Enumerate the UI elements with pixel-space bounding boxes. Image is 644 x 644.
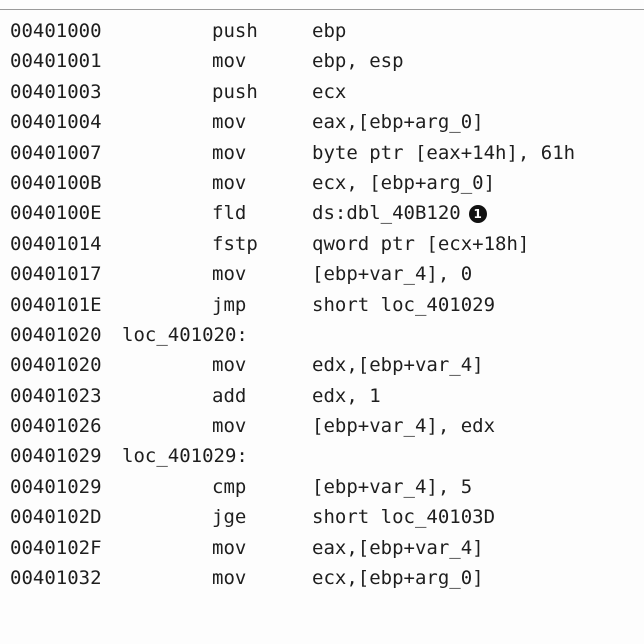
operand-text: [ebp+var_4], 5: [312, 475, 473, 498]
operand-text: ecx: [312, 80, 347, 103]
line-operands: byte ptr [eax+14h], 61h: [312, 138, 575, 168]
operand-text: edx,[ebp+var_4]: [312, 354, 484, 377]
line-address: 0040100B: [10, 171, 102, 194]
line-label: loc_401020:: [122, 323, 248, 346]
listing-line: 0040100B mov ecx, [ebp+arg_0]: [10, 168, 634, 198]
line-address: 0040102F: [10, 536, 102, 559]
line-operands: ecx,[ebp+arg_0]: [312, 563, 484, 593]
line-mnemonic: push: [212, 20, 258, 42]
line-mnemonic: jge: [212, 506, 247, 529]
listing-line: 0040101E jmp short loc_401029: [10, 290, 634, 320]
operand-text: short loc_40103D: [312, 506, 496, 529]
operand-text: ecx,[ebp+arg_0]: [312, 567, 484, 590]
line-operands: [ebp+var_4], edx: [312, 411, 495, 441]
line-mnemonic: mov: [212, 141, 247, 164]
listing-line: 00401001 mov ebp, esp: [10, 46, 634, 76]
line-mnemonic: mov: [212, 567, 247, 590]
line-address: 00401023: [10, 384, 102, 407]
line-address: 00401020: [10, 354, 102, 377]
line-operands: short loc_401029: [312, 290, 495, 320]
line-mnemonic: cmp: [212, 475, 247, 498]
line-address: 00401020: [10, 323, 102, 346]
line-address: 00401032: [10, 567, 102, 590]
listing-line: 00401023 add edx, 1: [10, 381, 634, 411]
operand-text: byte ptr [eax+14h], 61h: [312, 141, 576, 164]
operand-text: [ebp+var_4], 0: [312, 263, 473, 286]
line-mnemonic: add: [212, 384, 247, 407]
listing-line: 00401000 push ebp: [10, 16, 634, 46]
line-address: 00401029: [10, 475, 102, 498]
line-operands: eax,[ebp+arg_0]: [312, 107, 484, 137]
line-operands: qword ptr [ecx+18h]: [312, 229, 529, 259]
listing-line: 00401003 push ecx: [10, 77, 634, 107]
line-address: 00401000: [10, 20, 102, 42]
line-address: 0040100E: [10, 202, 102, 225]
operand-text: short loc_401029: [312, 293, 496, 316]
listing-line: 00401029 cmp [ebp+var_4], 5: [10, 472, 634, 502]
line-operands: ecx: [312, 77, 346, 107]
line-address: 0040101E: [10, 293, 102, 316]
line-operands: ecx, [ebp+arg_0]: [312, 168, 495, 198]
line-address: 00401029: [10, 445, 102, 468]
line-mnemonic: mov: [212, 171, 247, 194]
operand-text: [ebp+var_4], edx: [312, 415, 496, 438]
listing-line: 00401020 mov edx,[ebp+var_4]: [10, 350, 634, 380]
line-address: 00401007: [10, 141, 102, 164]
operand-text: ebp, esp: [312, 50, 404, 73]
operand-text: eax,[ebp+arg_0]: [312, 111, 484, 134]
listing-line: 00401029 loc_401029:: [10, 441, 634, 471]
line-mnemonic: fld: [212, 202, 247, 225]
line-operands: ebp: [312, 16, 346, 46]
line-mnemonic: mov: [212, 354, 247, 377]
operand-text: qword ptr [ecx+18h]: [312, 232, 530, 255]
line-mnemonic: mov: [212, 111, 247, 134]
line-address: 00401004: [10, 111, 102, 134]
listing-line: 00401032 mov ecx,[ebp+arg_0]: [10, 563, 634, 593]
listing-line: 00401004 mov eax,[ebp+arg_0]: [10, 107, 634, 137]
line-operands: edx,[ebp+var_4]: [312, 350, 484, 380]
line-operands: [ebp+var_4], 0: [312, 259, 472, 289]
listing-line: 00401014 fstp qword ptr [ecx+18h]: [10, 229, 634, 259]
line-operands: ds:dbl_40B120 1: [312, 198, 487, 228]
line-address: 00401026: [10, 415, 102, 438]
listing-line: 0040102D jge short loc_40103D: [10, 502, 634, 532]
operand-text: ecx, [ebp+arg_0]: [312, 171, 496, 194]
line-address: 00401001: [10, 50, 102, 73]
operand-text: ds:dbl_40B120: [312, 202, 461, 225]
line-mnemonic: push: [212, 80, 258, 103]
callout-marker-icon: 1: [468, 205, 487, 224]
listing-line: 00401020 loc_401020:: [10, 320, 634, 350]
line-mnemonic: mov: [212, 263, 247, 286]
line-address: 00401017: [10, 263, 102, 286]
listing-line: 0040102F mov eax,[ebp+var_4]: [10, 533, 634, 563]
operand-text: edx, 1: [312, 384, 381, 407]
line-address: 0040102D: [10, 506, 102, 529]
line-label: loc_401029:: [122, 445, 248, 468]
line-operands: edx, 1: [312, 381, 381, 411]
line-address: 00401003: [10, 80, 102, 103]
operand-text: eax,[ebp+var_4]: [312, 536, 484, 559]
top-rule: [0, 9, 644, 10]
line-mnemonic: jmp: [212, 293, 247, 316]
listing-line: 0040100E fld ds:dbl_40B120 1: [10, 198, 634, 228]
line-operands: short loc_40103D: [312, 502, 495, 532]
disassembly-listing: 00401000 push ebp 00401001 mov ebp, esp …: [10, 16, 634, 593]
line-operands: ebp, esp: [312, 46, 404, 76]
line-mnemonic: mov: [212, 415, 247, 438]
listing-line: 00401017 mov [ebp+var_4], 0: [10, 259, 634, 289]
line-operands: eax,[ebp+var_4]: [312, 533, 484, 563]
listing-line: 00401026 mov [ebp+var_4], edx: [10, 411, 634, 441]
listing-line: 00401007 mov byte ptr [eax+14h], 61h: [10, 138, 634, 168]
line-mnemonic: mov: [212, 50, 247, 73]
line-address: 00401014: [10, 232, 102, 255]
line-mnemonic: mov: [212, 536, 247, 559]
operand-text: ebp: [312, 20, 347, 42]
line-operands: [ebp+var_4], 5: [312, 472, 472, 502]
line-mnemonic: fstp: [212, 232, 258, 255]
